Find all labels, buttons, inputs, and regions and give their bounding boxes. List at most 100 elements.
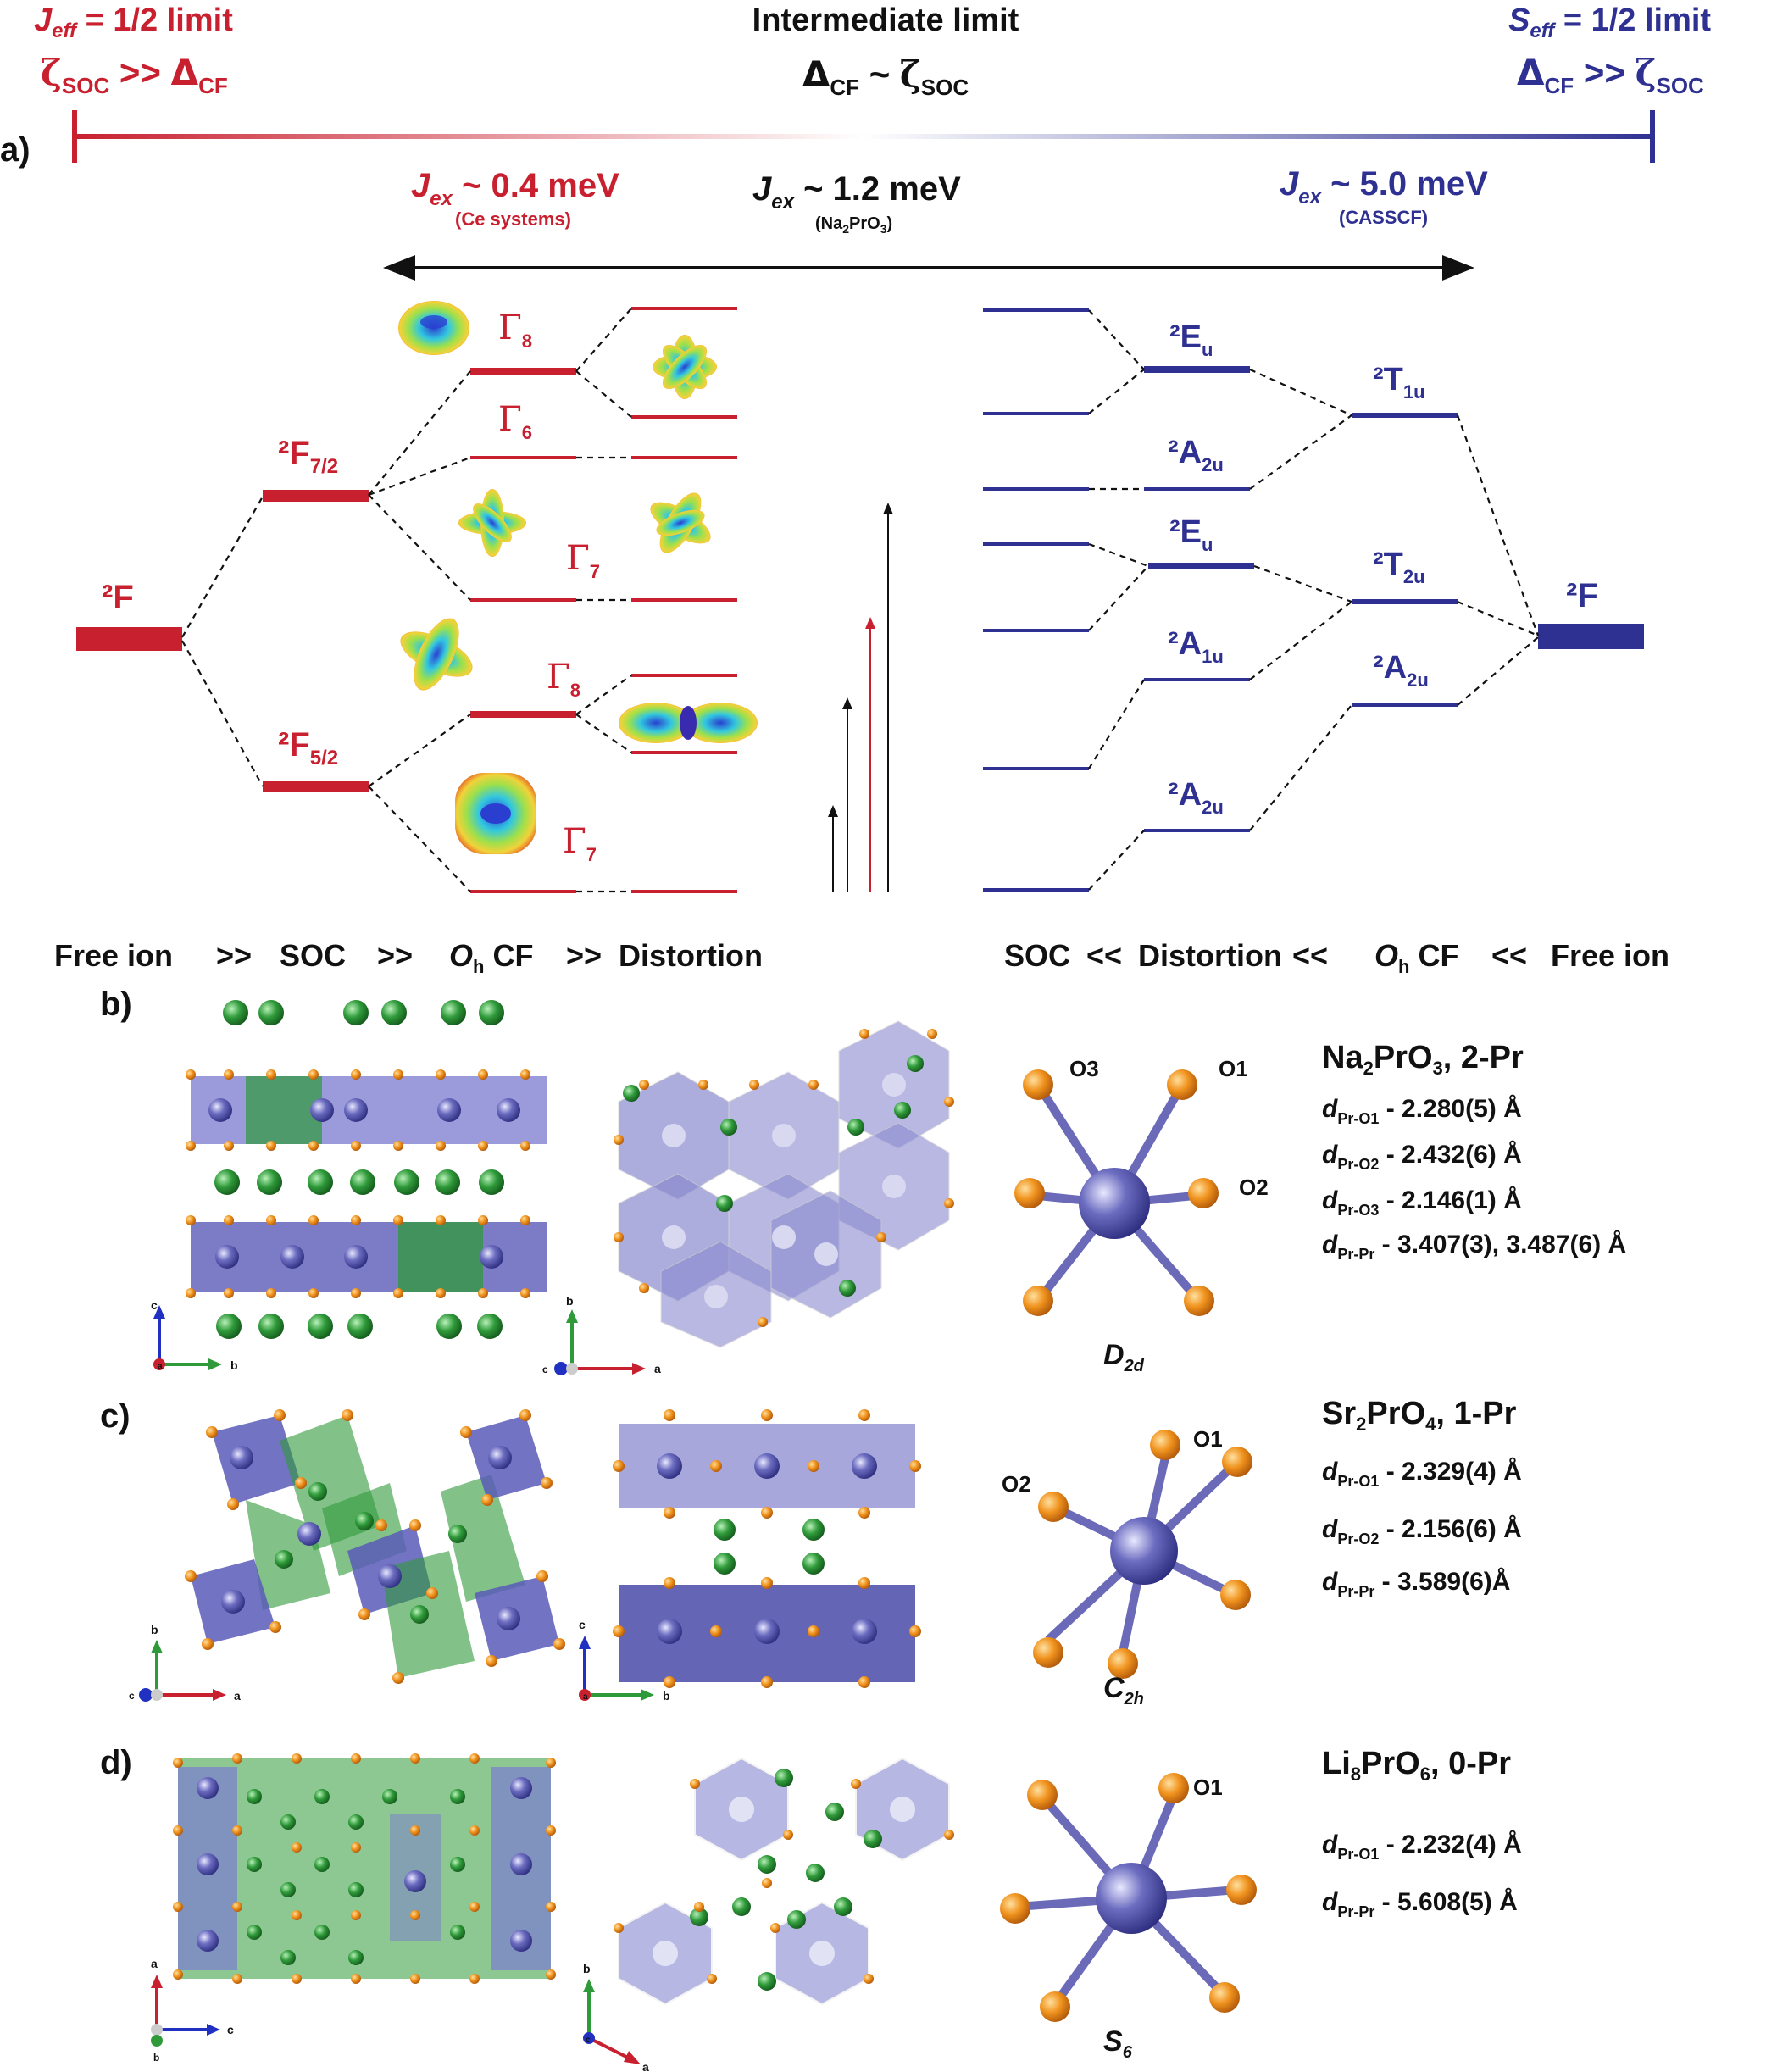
svg-text:b: b: [566, 1294, 574, 1308]
g7-top-label: Γ7: [566, 539, 600, 582]
connector: [368, 714, 471, 787]
panel-b-label: b): [100, 986, 132, 1023]
g8-top-label: Γ8: [498, 308, 532, 352]
double-arrow-right-head: [1442, 255, 1474, 281]
orbital-clover-3: [400, 618, 473, 691]
connector: [1253, 564, 1352, 603]
svg-text:b: b: [663, 1689, 670, 1703]
f72-level: [263, 490, 369, 502]
jex-casscf-note: (CASSCF): [1339, 207, 1428, 228]
t1u-label: ²T1u: [1373, 362, 1425, 403]
svg-text:a: a: [583, 1692, 588, 1702]
g6-label: Γ6: [498, 400, 532, 443]
na2pro3-o2-label: O2: [1239, 1175, 1269, 1200]
left-limit-title: Jeff = 1/2 limit: [34, 3, 233, 42]
svg-text:c: c: [227, 2023, 234, 2036]
na2pro3-bond-3: dPr-O3 - 2.146(1) Å: [1322, 1186, 1522, 1219]
sr2pro4-layer-view: [613, 1409, 921, 1688]
svg-text:a: a: [234, 1689, 241, 1703]
eu-mid-label: ²Eu: [1169, 514, 1213, 555]
eu-top-label: ²Eu: [1169, 319, 1213, 360]
svg-text:c: c: [151, 1298, 158, 1312]
na2pro3-axes-right: b c a: [542, 1294, 661, 1375]
connector: [1249, 704, 1352, 831]
connector: [1088, 679, 1145, 769]
jex-na2pro3-note: (Na2PrO3): [815, 214, 892, 236]
panel-a-label: a): [0, 131, 31, 169]
li8pro6-o1-label: O1: [1193, 1775, 1223, 1800]
connector: [1249, 414, 1352, 490]
orbital-dumbbell: [619, 703, 758, 743]
na2pro3-axes-left: c a b: [151, 1298, 238, 1372]
a1u-label: ²A1u: [1168, 626, 1224, 667]
na2pro3-formula: Na2PrO3, 2-Pr: [1322, 1040, 1524, 1079]
sr2pro4-formula: Sr2PrO4, 1-Pr: [1322, 1396, 1517, 1435]
na2pro3-o3-label: O3: [1069, 1056, 1099, 1081]
svg-text:b: b: [153, 2052, 159, 2064]
mid-limit-relation: ΔCF ~ ζSOC: [802, 53, 969, 100]
li8pro6-bond-1: dPr-O1 - 2.232(4) Å: [1322, 1830, 1522, 1863]
li8pro6-bond-2: dPr-Pr - 5.608(5) Å: [1322, 1888, 1518, 1920]
g7-bot-label: Γ7: [563, 822, 597, 865]
na2pro3-site-symmetry: D2d: [1103, 1339, 1145, 1375]
na2pro3-pr-coordination: [1014, 1069, 1219, 1316]
orbital-shapes: [398, 301, 758, 854]
sr2pro4-bond-3: dPr-Pr - 3.589(6)Å: [1322, 1568, 1510, 1600]
green-atom-row: [223, 1000, 504, 1025]
na2pro3-honeycomb-view: [614, 1020, 954, 1348]
svg-text:c: c: [129, 1690, 135, 1702]
sr2pro4-o1-label: O1: [1193, 1426, 1223, 1452]
orbital-clover-1: [458, 489, 526, 557]
li8pro6-axes-right: b c a: [583, 1962, 649, 2072]
sr2pro4-zigzag-view: [185, 1409, 565, 1684]
jex-na2pro3-label: Jex ~ 1.2 meV: [752, 170, 961, 214]
sr2pro4-bond-1: dPr-O1 - 2.329(4) Å: [1322, 1458, 1522, 1490]
left-energy-levels: [76, 307, 737, 893]
panel-d-label: d): [100, 1744, 132, 1781]
limit-gradient-bar: [72, 134, 1655, 139]
sr2pro4-axes-right: c a b: [579, 1618, 670, 1703]
limit-bar-right-cap: [1650, 110, 1655, 163]
jeff-subscript: eff: [52, 19, 78, 42]
connector: [368, 370, 471, 496]
connector: [368, 456, 471, 497]
connector: [1088, 565, 1149, 631]
connector: [1088, 309, 1145, 370]
jex-ce-label: Jex ~ 0.4 meV: [411, 167, 619, 210]
right-limit-title: Seff = 1/2 limit: [1508, 3, 1711, 42]
connector: [1088, 369, 1145, 414]
na2pro3-layer-view: [186, 1000, 547, 1339]
a2u-top-label: ²A2u: [1168, 435, 1224, 475]
jex-casscf-label: Jex ~ 5.0 meV: [1280, 165, 1488, 208]
a2u-bot-label: ²A2u: [1168, 777, 1224, 818]
svg-text:c: c: [579, 1618, 586, 1631]
g8-bot-label: Γ8: [547, 658, 580, 701]
right-limit-relation: ΔCF >> ζSOC: [1517, 52, 1704, 98]
left-connectors: [181, 308, 632, 893]
connector: [181, 496, 264, 638]
svg-text:a: a: [151, 1957, 158, 1970]
na2pro3-bond-1: dPr-O1 - 2.280(5) Å: [1322, 1095, 1522, 1127]
connector: [575, 714, 632, 753]
svg-text:b: b: [151, 1623, 158, 1636]
connector: [1249, 601, 1352, 680]
svg-text:a: a: [654, 1362, 661, 1375]
svg-text:c: c: [542, 1364, 548, 1375]
bottom-left-sequence: Free ion >> SOC >> Oh CF >> Distortion: [54, 938, 763, 977]
na2pro3-bond-2: dPr-O2 - 2.432(6) Å: [1322, 1141, 1522, 1173]
sr2pro4-pr-coordination: [1033, 1430, 1252, 1679]
li8pro6-site-symmetry: S6: [1103, 2025, 1133, 2062]
jeff-symbol: J: [34, 3, 53, 38]
right-connectors: [1088, 309, 1540, 891]
f52-label: ²F5/2: [278, 726, 338, 769]
connector: [1457, 600, 1539, 637]
right-energy-levels: [983, 308, 1644, 892]
li8pro6-pr-coordination: [1000, 1773, 1257, 2022]
svg-text:b: b: [583, 1962, 591, 1975]
svg-text:a: a: [642, 2060, 649, 2072]
panel-c-label: c): [100, 1397, 131, 1435]
connector: [575, 675, 632, 715]
jeff-title-rest: = 1/2 limit: [76, 3, 233, 38]
f72-label: ²F7/2: [278, 435, 338, 478]
